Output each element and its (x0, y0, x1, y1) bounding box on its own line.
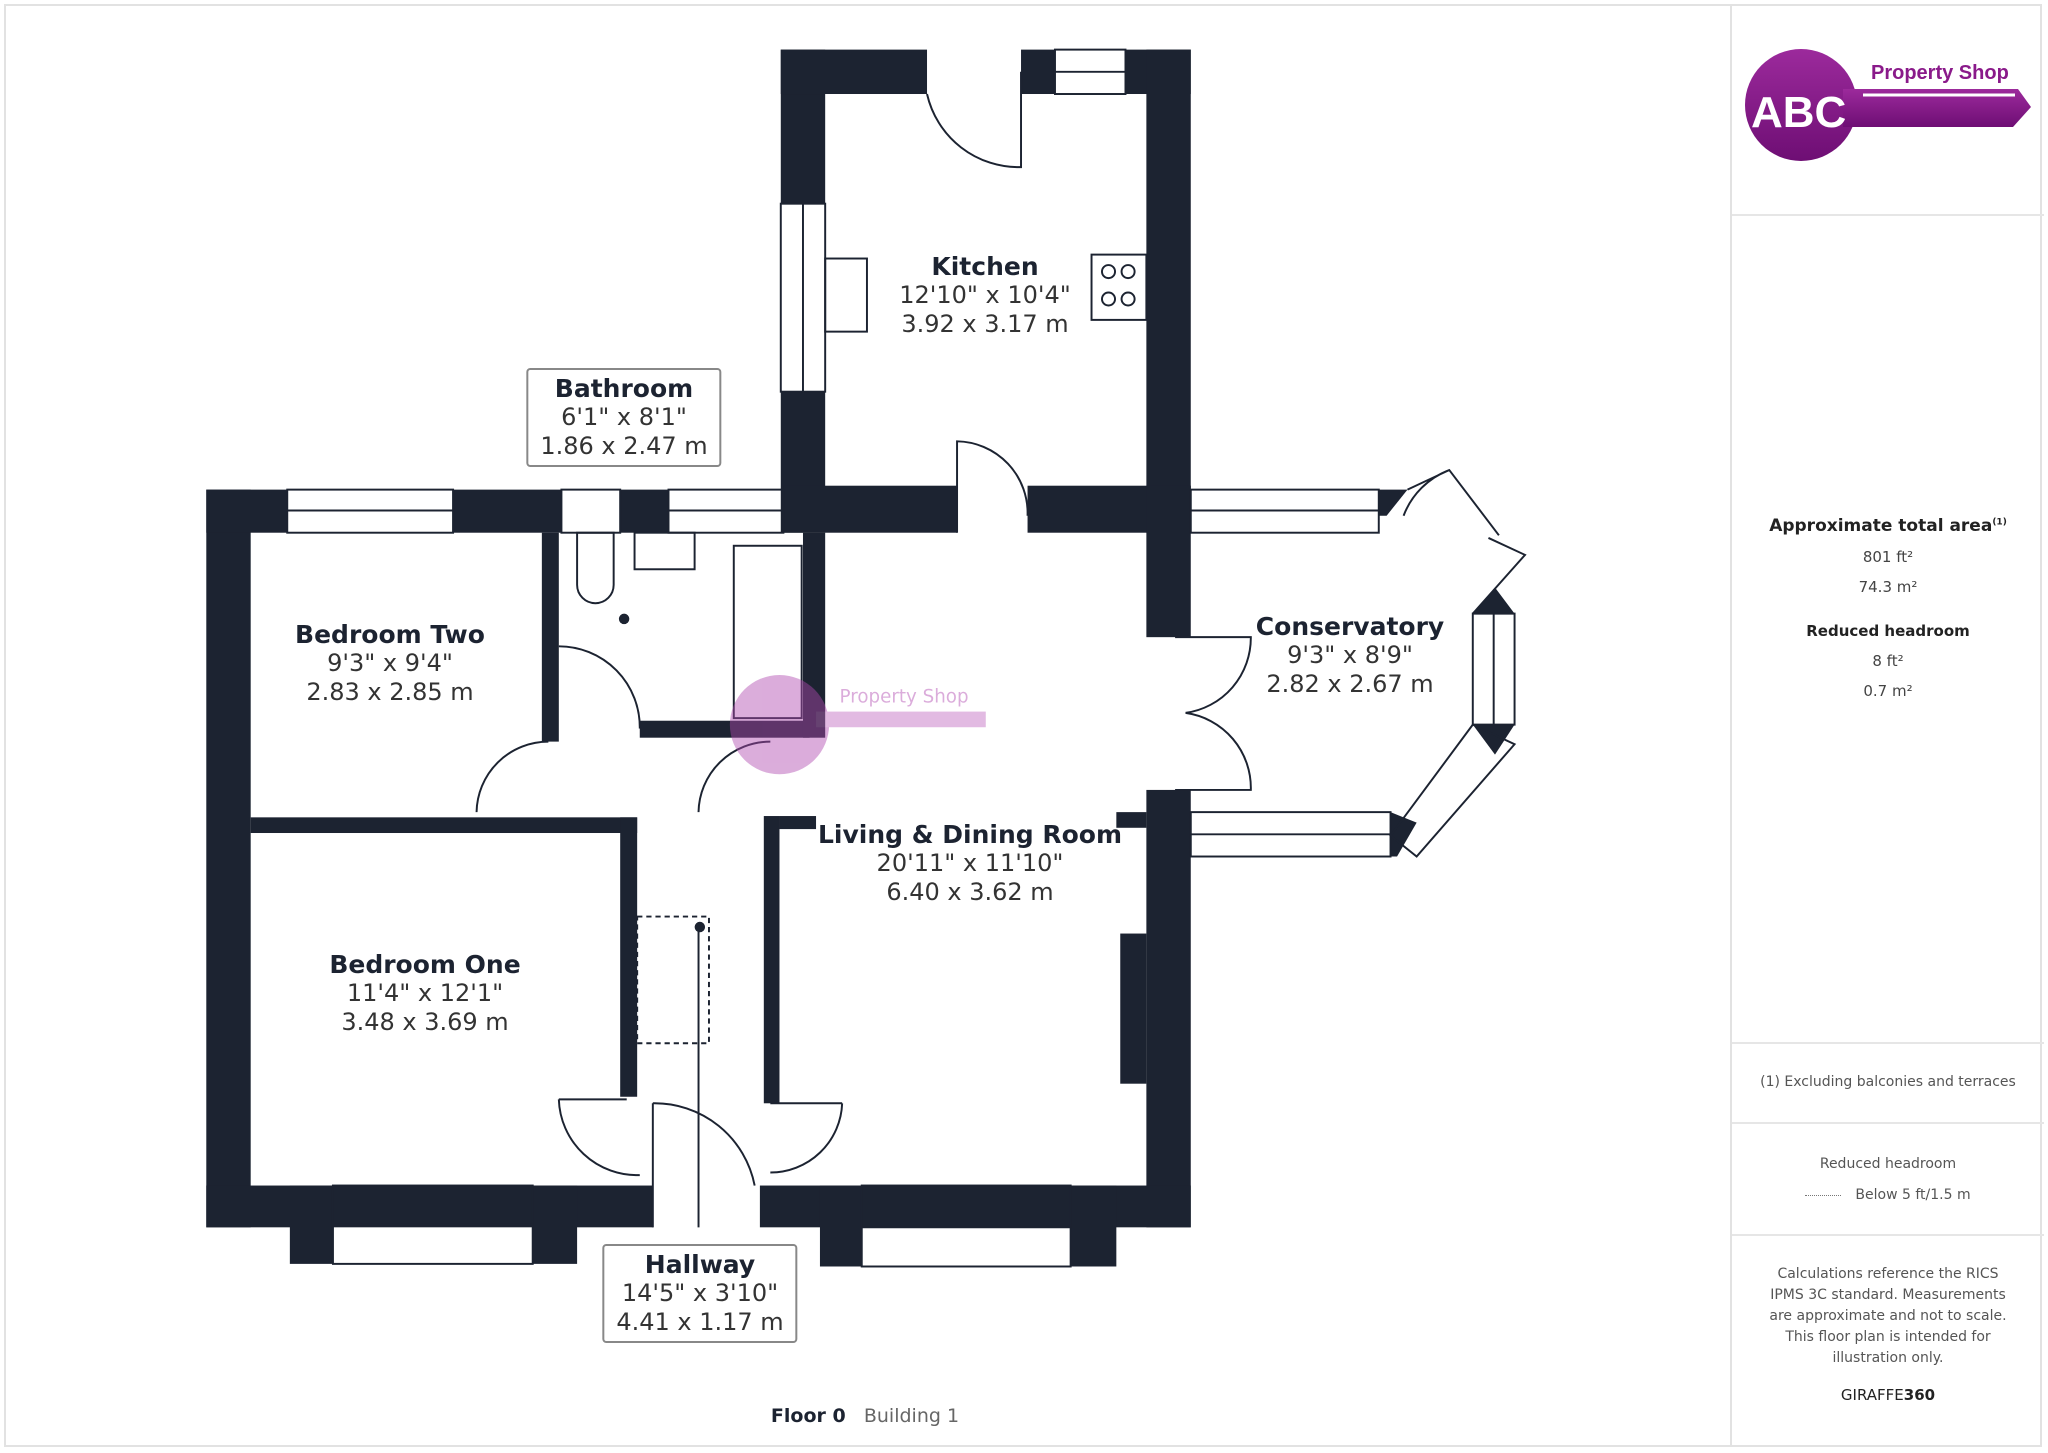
room-label-kitchen: Kitchen 12'10" x 10'4" 3.92 x 3.17 m (899, 252, 1071, 339)
legend-item: Below 5 ft/1.5 m (1732, 1185, 2044, 1206)
room-dims-metric: 4.41 x 1.17 m (616, 1308, 784, 1336)
area-section: Approximate total area(1) 801 ft² 74.3 m… (1732, 216, 2044, 1044)
room-label-bedroom-two: Bedroom Two 9'3" x 9'4" 2.83 x 2.85 m (295, 620, 485, 707)
reduced-headroom-label: Reduced headroom (1806, 622, 1970, 640)
room-label-bathroom: Bathroom 6'1" x 8'1" 1.86 x 2.47 m (526, 368, 722, 467)
floor-plan: Property Shop (206, 48, 1527, 1268)
room-dims-imperial: 12'10" x 10'4" (899, 281, 1071, 309)
floor-caption: Floor 0 Building 1 (0, 1405, 1730, 1427)
total-area-ft: 801 ft² (1862, 548, 1914, 566)
footnote: (1) Excluding balconies and terraces (1732, 1044, 2044, 1124)
room-dims-metric: 2.82 x 2.67 m (1266, 670, 1434, 698)
room-dims-metric: 1.86 x 2.47 m (540, 432, 708, 460)
room-name: Conservatory (1255, 612, 1445, 641)
room-name: Bedroom One (329, 950, 521, 979)
watermark-logo: Property Shop (729, 675, 986, 775)
floor-label: Floor 0 (770, 1405, 846, 1427)
disclaimer: Calculations reference the RICS IPMS 3C … (1769, 1266, 2007, 1366)
room-name: Hallway (644, 1250, 756, 1279)
room-dims-imperial: 20'11" x 11'10" (876, 849, 1064, 877)
room-dims-imperial: 9'3" x 8'9" (1287, 641, 1413, 669)
room-dims-metric: 2.83 x 2.85 m (306, 678, 474, 706)
giraffe360-credit: GIRAFFE360 (1840, 1386, 1936, 1404)
total-area-label: Approximate total area(1) (1769, 516, 2007, 536)
room-label-hallway: Hallway 14'5" x 3'10" 4.41 x 1.17 m (602, 1244, 798, 1343)
room-dims-metric: 3.48 x 3.69 m (341, 1008, 509, 1036)
room-dims-imperial: 6'1" x 8'1" (561, 403, 687, 431)
building-label: Building 1 (863, 1405, 960, 1427)
logo-section: ABC Property Shop (1732, 4, 2044, 216)
disclaimer-section: Calculations reference the RICS IPMS 3C … (1732, 1236, 2044, 1447)
room-name: Kitchen (931, 252, 1039, 281)
room-name: Bathroom (554, 374, 694, 403)
reduced-area-ft: 8 ft² (1872, 652, 1904, 670)
page-frame (4, 4, 2042, 1447)
room-dims-imperial: 11'4" x 12'1" (346, 979, 504, 1007)
room-dims-imperial: 14'5" x 3'10" (621, 1279, 779, 1307)
windows-doors (286, 48, 1527, 1268)
svg-text:Property Shop: Property Shop (1871, 62, 2009, 84)
svg-text:Property Shop: Property Shop (840, 686, 969, 707)
room-label-conservatory: Conservatory 9'3" x 8'9" 2.82 x 2.67 m (1256, 612, 1444, 699)
brand-logo: ABC Property Shop (1745, 49, 2031, 161)
svg-text:ABC: ABC (1751, 88, 1846, 137)
room-label-bedroom-one: Bedroom One 11'4" x 12'1" 3.48 x 3.69 m (329, 950, 520, 1037)
room-label-living-dining: Living & Dining Room 20'11" x 11'10" 6.4… (818, 820, 1122, 907)
legend-title: Reduced headroom (1819, 1156, 1957, 1172)
legend-section: Reduced headroom Below 5 ft/1.5 m (1732, 1124, 2044, 1236)
reduced-area-m: 0.7 m² (1863, 682, 1913, 700)
walls (206, 49, 1515, 1267)
room-dims-metric: 3.92 x 3.17 m (901, 310, 1069, 338)
room-name: Living & Dining Room (817, 820, 1123, 849)
room-name: Bedroom Two (295, 620, 485, 649)
info-sidebar: ABC Property Shop Approximate total area… (1730, 4, 2044, 1447)
room-dims-imperial: 9'3" x 9'4" (327, 649, 453, 677)
room-dims-metric: 6.40 x 3.62 m (886, 878, 1054, 906)
total-area-m: 74.3 m² (1858, 578, 1918, 596)
